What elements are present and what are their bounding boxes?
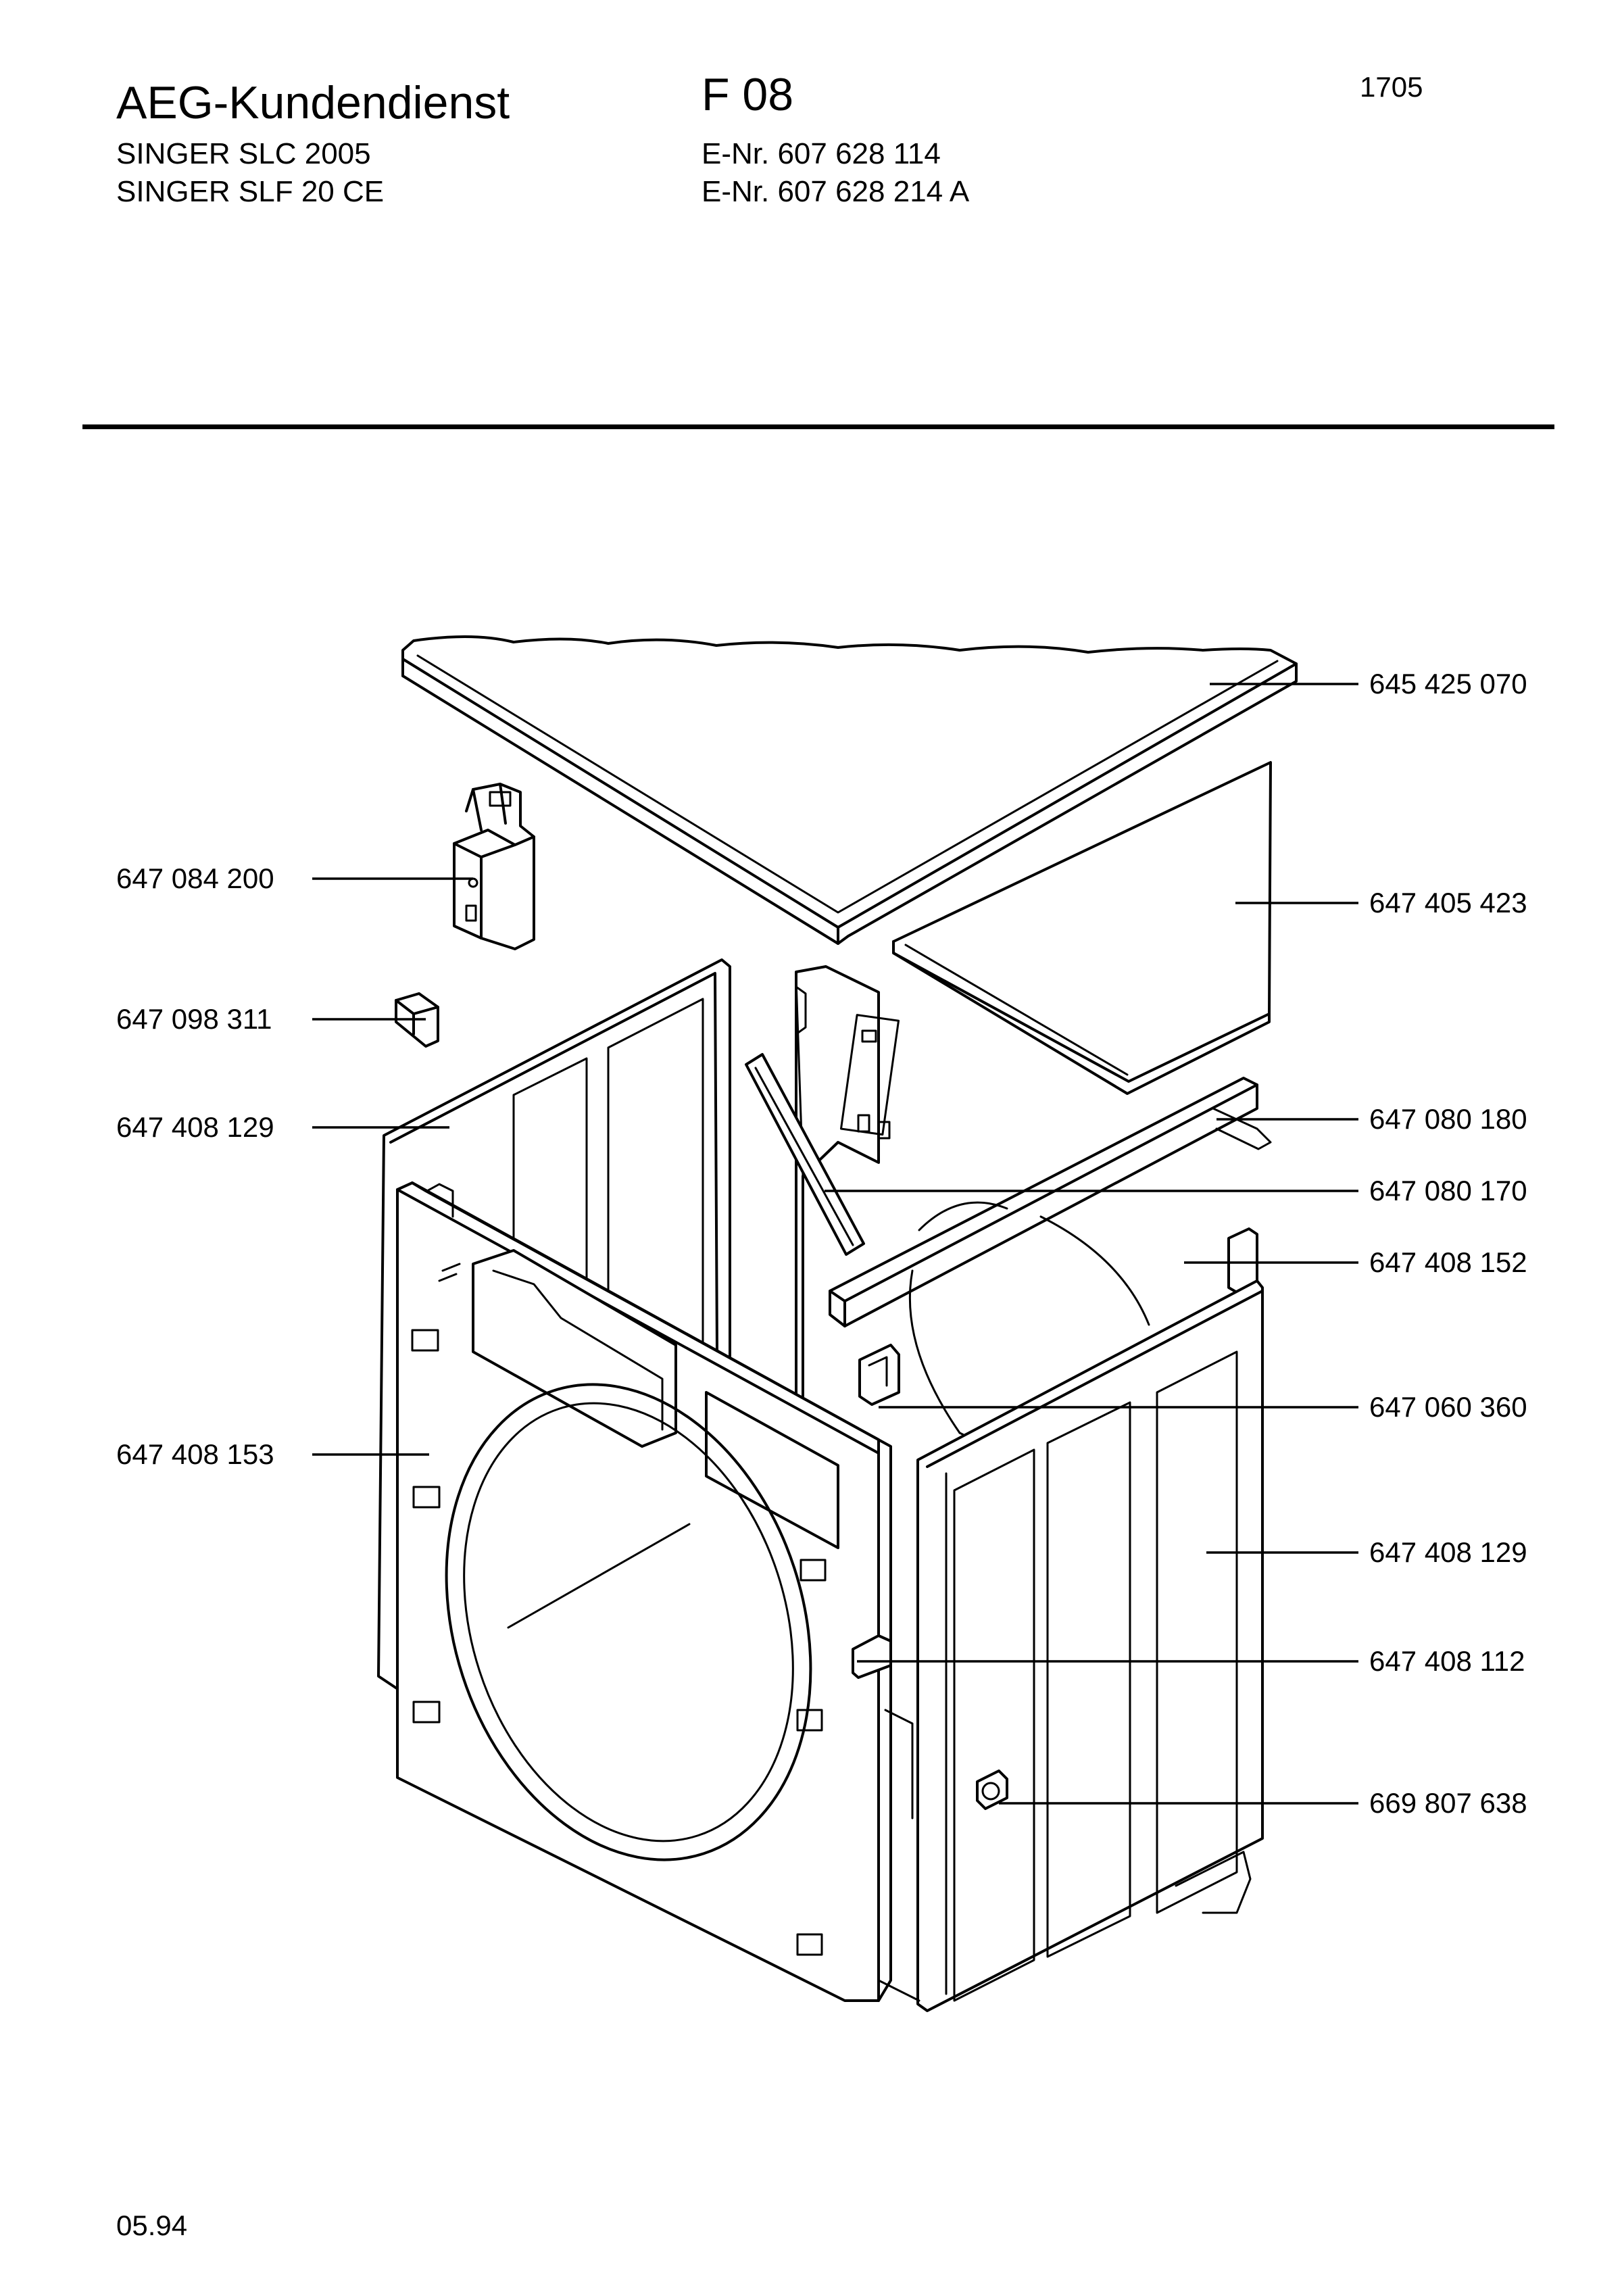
part-label-left-side-panel: 647 408 129 [116,1111,274,1143]
door-knob [976,1769,1008,1810]
right-side-panel [916,1279,1264,2012]
part-label-cross-brace: 647 080 180 [1369,1103,1527,1135]
sheet-number: 1705 [1360,71,1423,103]
diagonal-strip [745,1053,865,1256]
part-label-rear-panel: 647 405 423 [1369,887,1527,919]
part-label-control-module: 647 084 200 [116,862,274,894]
model-enr-2: E-Nr. 607 628 214 A [702,175,970,208]
bottom-rails [877,1709,920,2002]
part-label-corner-bracket: 647 408 152 [1369,1246,1527,1278]
hinge-part [858,1344,900,1406]
header-code: F 08 [702,69,794,120]
part-label-front-panel: 647 408 153 [116,1438,274,1470]
part-label-door-knob: 669 807 638 [1369,1787,1527,1819]
part-label-top-cover: 645 425 070 [1369,668,1527,700]
leader-lines [312,683,1358,1805]
model-name-1: SINGER SLC 2005 [116,137,371,170]
control-module [453,783,535,950]
model-name-2: SINGER SLF 20 CE [116,175,385,208]
part-label-clip: 647 098 311 [116,1003,272,1035]
header-rule [82,424,1554,429]
front-panel [396,1181,892,2002]
door-latch [852,1634,892,1679]
model-enr-1: E-Nr. 607 628 114 [702,137,941,170]
top-cover [401,635,1298,945]
part-label-right-side-panel: 647 408 129 [1369,1536,1527,1568]
part-label-diagonal-strip: 647 080 170 [1369,1175,1527,1206]
part-label-door-latch: 647 408 112 [1369,1645,1525,1677]
part-label-hinge: 647 060 360 [1369,1391,1527,1423]
rear-panel [892,761,1272,1095]
footer-date: 05.94 [116,2209,188,2241]
cross-brace [829,1077,1272,1327]
header-title: AEG-Kundendienst [116,77,510,128]
